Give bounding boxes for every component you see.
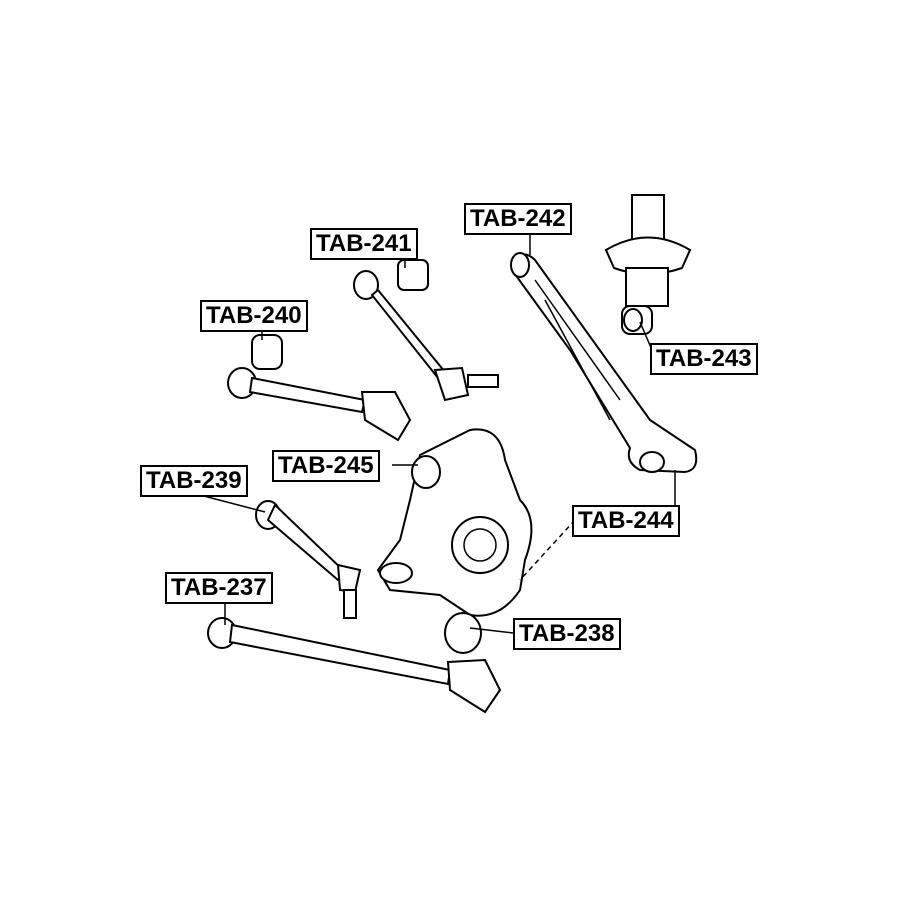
label-tab-241: TAB-241 — [310, 228, 418, 260]
adjusting-rod — [255, 500, 362, 619]
label-tab-245: TAB-245 — [272, 450, 380, 482]
label-tab-240: TAB-240 — [200, 300, 308, 332]
lateral-link — [227, 334, 412, 442]
steering-knuckle — [376, 428, 533, 654]
label-tab-238: TAB-238 — [513, 618, 621, 650]
leader-lines — [199, 233, 676, 634]
upper-control-arm — [510, 252, 698, 474]
label-tab-243: TAB-243 — [650, 343, 758, 375]
label-tab-242: TAB-242 — [464, 203, 572, 235]
toe-control-rod — [353, 259, 499, 402]
lower-control-arm — [207, 617, 502, 714]
label-tab-244: TAB-244 — [572, 505, 680, 537]
label-tab-239: TAB-239 — [140, 465, 248, 497]
label-tab-237: TAB-237 — [165, 572, 273, 604]
shock-absorber — [604, 194, 692, 335]
